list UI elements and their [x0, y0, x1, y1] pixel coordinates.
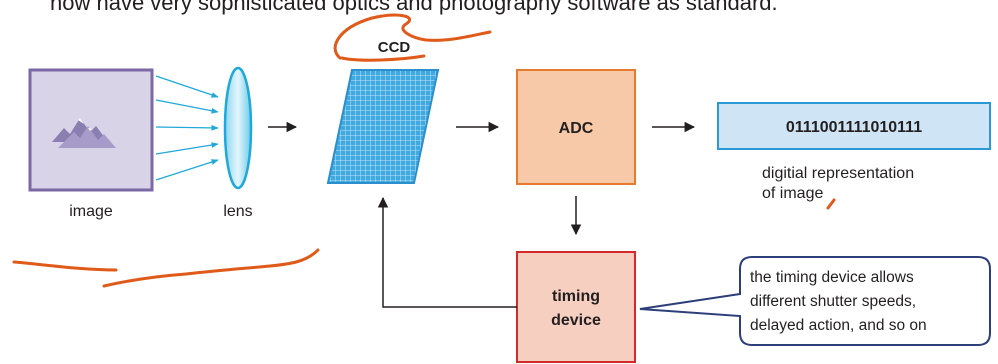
mountains-icon [52, 118, 116, 148]
light-rays [155, 75, 219, 181]
handwritten-underline-mark [12, 248, 320, 288]
callout-line3: delayed action, and so on [750, 317, 927, 334]
timing-device-box [516, 251, 636, 363]
timing-label-line2: device [551, 312, 601, 329]
callout-line1: the timing device allows [750, 269, 914, 286]
handwritten-circle-mark [333, 13, 492, 62]
lens-icon [223, 66, 253, 190]
lens-label: lens [223, 203, 252, 220]
callout-bubble [639, 256, 991, 346]
callout-line2: different shutter speeds, [750, 293, 916, 310]
handwritten-tick-mark [826, 198, 836, 210]
adc-box [516, 69, 636, 185]
caption-fragment: now have very sophisticated optics and p… [50, 0, 778, 15]
timing-label-line1: timing [552, 288, 600, 305]
image-label: image [69, 203, 113, 220]
digital-representation-line1: digitial representation [762, 165, 914, 182]
ccd-label: CCD [378, 39, 411, 56]
binary-output-box [717, 102, 991, 150]
arrow-timing-to-ccd [377, 196, 517, 308]
ccd-sensor-icon [326, 69, 440, 184]
digital-representation-line2: of image [762, 185, 823, 202]
adc-label: ADC [559, 120, 594, 137]
binary-value: 0111001111010111 [786, 119, 922, 136]
